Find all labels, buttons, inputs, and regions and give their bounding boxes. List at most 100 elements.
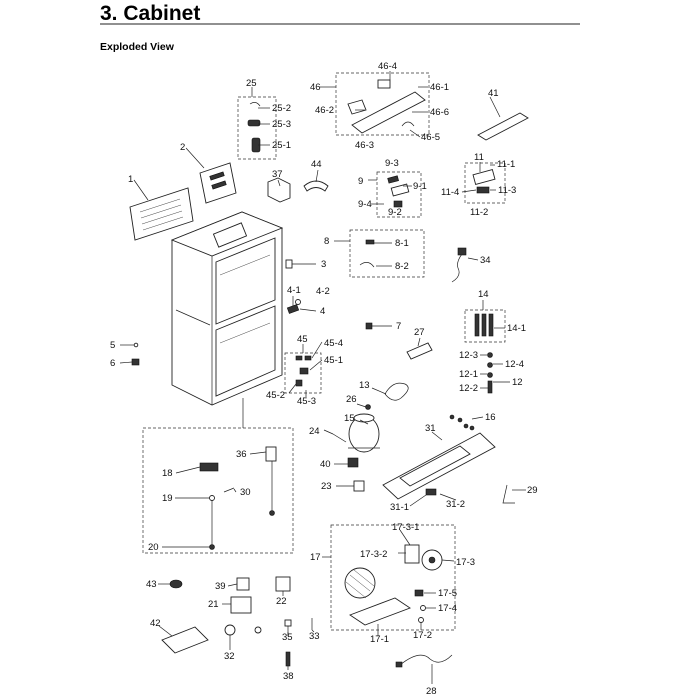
label-11: 11 (474, 152, 484, 163)
label-11-1: 11-1 (497, 159, 515, 170)
label-12-1: 12-1 (459, 369, 478, 380)
label-46-5: 46-5 (421, 132, 440, 143)
group-box-11 (464, 162, 506, 204)
part-42-base-cover (161, 626, 209, 654)
label-13: 13 (359, 380, 370, 391)
label-46-2: 46-2 (315, 105, 334, 116)
part-17-fan-grille (344, 567, 376, 599)
part-29-rod (502, 484, 515, 504)
part-43-foot (169, 579, 183, 589)
label-14-1: 14-1 (507, 323, 526, 334)
part-19-bushing (209, 495, 215, 501)
label-8-1: 8-1 (395, 238, 409, 249)
label-17-4: 17-4 (438, 603, 457, 614)
group-box-8 (349, 229, 425, 278)
part-30-pin (223, 487, 235, 493)
label-17-2: 17-2 (413, 630, 432, 641)
label-25-1: 25-1 (272, 140, 291, 151)
label-15: 15 (344, 413, 355, 424)
part-22-cover (275, 576, 291, 592)
label-25-3: 25-3 (272, 119, 291, 130)
label-2: 2 (180, 142, 185, 153)
part-34-cable (451, 247, 467, 283)
label-12-4: 12-4 (505, 359, 524, 370)
part-21-cover (230, 596, 252, 614)
label-25: 25 (246, 78, 257, 89)
leader-lines (119, 71, 526, 684)
label-4-2: 4-2 (316, 286, 330, 297)
label-21: 21 (208, 599, 219, 610)
part-38-bolt (285, 651, 291, 667)
part-20-end (209, 544, 215, 550)
part-28-connector (395, 661, 403, 668)
label-46-3: 46-3 (355, 140, 374, 151)
part-3-small-cap (285, 259, 293, 269)
exploded-view-subtitle: Exploded View (100, 41, 175, 53)
label-46: 46 (310, 82, 321, 93)
label-45-3: 45-3 (297, 396, 316, 407)
label-20: 20 (148, 542, 159, 553)
label-12: 12 (512, 377, 523, 388)
label-4: 4 (320, 306, 325, 317)
part-17-5-clip (414, 589, 424, 597)
label-17-5: 17-5 (438, 588, 457, 599)
group-box-17 (330, 524, 456, 631)
label-46-4: 46-4 (378, 61, 397, 72)
label-14: 14 (478, 289, 489, 300)
label-17: 17 (310, 552, 321, 563)
label-40: 40 (320, 459, 331, 470)
part-11-assembly (472, 169, 496, 194)
label-18: 18 (162, 468, 173, 479)
label-8-2: 8-2 (395, 261, 409, 272)
label-30: 30 (240, 487, 251, 498)
part-2-label-plate (199, 162, 237, 204)
label-31-2: 31-2 (446, 499, 465, 510)
label-45-2: 45-2 (266, 390, 285, 401)
part-46-top-assembly (347, 79, 426, 134)
label-1: 1 (128, 174, 133, 185)
part-9-assembly (387, 175, 410, 208)
callout-labels: 1 2 3 4 4-1 4-2 5 6 7 8 8-1 8-2 9 9-1 9-… (110, 61, 538, 697)
group-box-18-20 (142, 427, 294, 554)
group-box-14 (464, 309, 506, 343)
label-11-4: 11-4 (441, 187, 459, 198)
label-22: 22 (276, 596, 287, 607)
part-31-base-plate (382, 414, 496, 500)
label-9-1: 9-1 (413, 181, 427, 192)
part-32-roller-small (254, 626, 262, 634)
part-8-assembly (359, 239, 375, 268)
part-41-bracket (477, 112, 529, 141)
part-32-roller (224, 624, 236, 636)
part-5-screw (133, 342, 139, 348)
part-45-set (295, 355, 312, 387)
part-12-stack (487, 352, 493, 394)
label-8: 8 (324, 236, 329, 247)
part-23-part (353, 480, 365, 492)
part-18-bracket (199, 462, 219, 472)
label-44: 44 (311, 159, 322, 170)
part-17-4-screw (420, 605, 426, 611)
label-17-3-2: 17-3-2 (360, 549, 387, 560)
label-3: 3 (321, 259, 326, 270)
label-9-4: 9-4 (358, 199, 372, 210)
part-40-bracket (347, 457, 359, 468)
label-46-1: 46-1 (430, 82, 449, 93)
label-11-3: 11-3 (498, 185, 516, 196)
label-9-3: 9-3 (385, 158, 399, 169)
group-box-9 (376, 171, 422, 218)
label-9: 9 (358, 176, 363, 187)
part-28-harness (399, 654, 453, 666)
label-31: 31 (425, 423, 436, 434)
label-41: 41 (488, 88, 499, 99)
label-27: 27 (414, 327, 425, 338)
label-43: 43 (146, 579, 157, 590)
label-36: 36 (236, 449, 247, 460)
part-13-cord (384, 382, 409, 401)
label-26: 26 (346, 394, 357, 405)
part-17-1-drain-tray (349, 597, 411, 626)
part-44-clip (303, 180, 329, 192)
label-12-3: 12-3 (459, 350, 478, 361)
label-25-2: 25-2 (272, 103, 291, 114)
label-35: 35 (282, 632, 293, 643)
